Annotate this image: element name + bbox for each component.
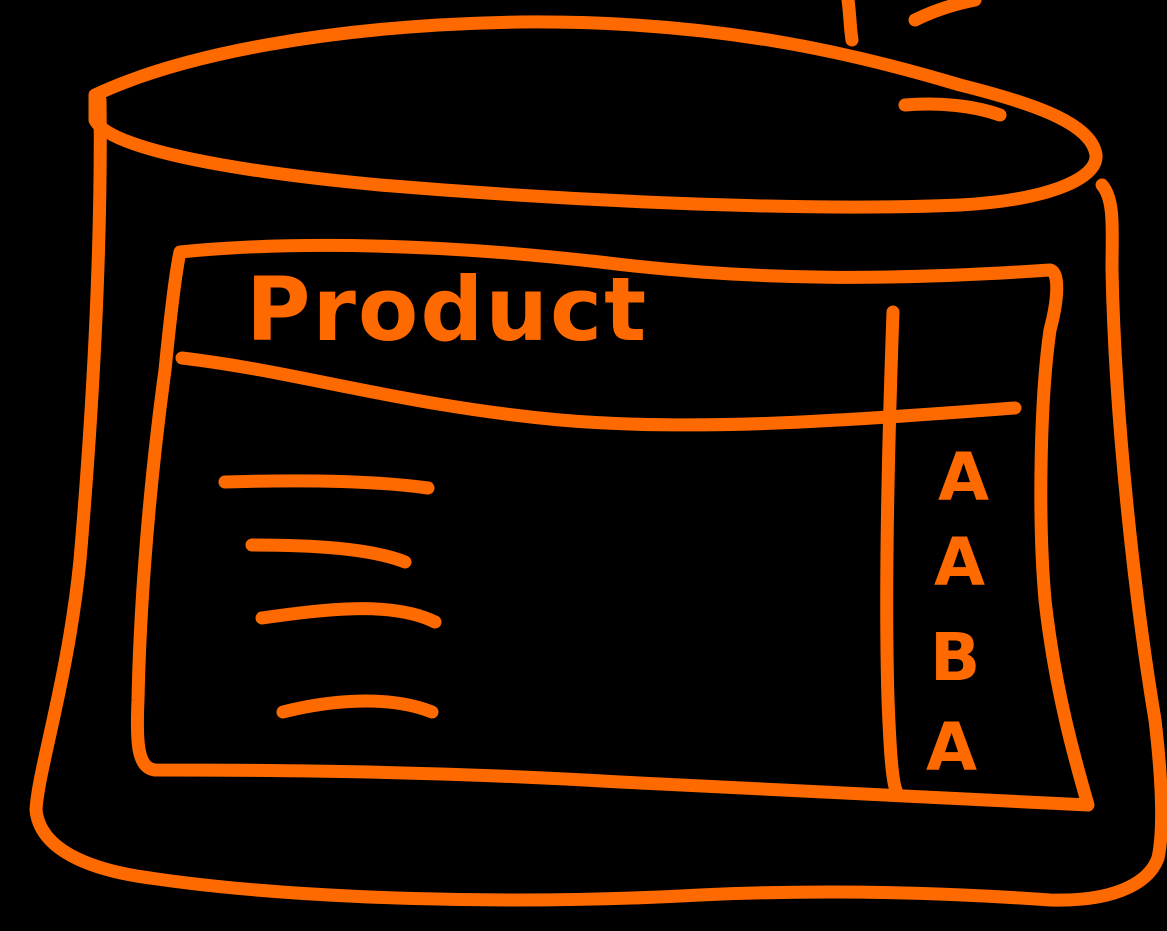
top-edge-mark-right [915, 0, 975, 20]
top-edge-marks [848, 0, 975, 40]
container-right-wall [1102, 185, 1162, 858]
container-lid-detail [905, 104, 1000, 115]
top-edge-mark-left [848, 0, 852, 40]
sidebar-letter-1: A [938, 439, 989, 516]
sidebar-letters: A A B A [926, 439, 989, 786]
list-line-1 [225, 481, 428, 488]
table-header-label: Product [246, 258, 648, 361]
container-left-wall [36, 100, 150, 878]
sidebar-divider [887, 312, 896, 790]
list-line-2 [252, 545, 405, 562]
list-lines [225, 481, 435, 712]
list-line-4 [283, 701, 432, 712]
container-bottom [150, 858, 1158, 900]
container-lid [95, 22, 1096, 207]
sidebar-letter-4: A [926, 709, 977, 786]
sidebar-letter-3: B [930, 619, 980, 696]
list-line-3 [262, 609, 435, 622]
sidebar-letter-2: A [934, 524, 985, 601]
product-table: Product A A B A [137, 245, 1088, 805]
